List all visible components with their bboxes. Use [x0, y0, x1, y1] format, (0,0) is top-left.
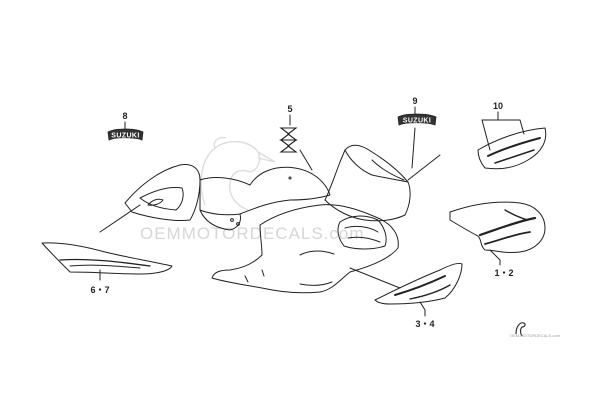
- decal-10: [477, 127, 547, 170]
- callout-9: 9: [412, 96, 418, 106]
- lower-fairing: [211, 204, 399, 294]
- callout-6-7: 6・7: [90, 285, 110, 295]
- callout-10: 10: [492, 101, 504, 111]
- suzuki-badge-9-text: SUZUKI: [403, 118, 431, 125]
- suzuki-s-emblem-icon: [279, 127, 298, 153]
- corner-watermark-text: OEM-MOTORDECALS.com: [510, 333, 560, 338]
- suzuki-badge-8: SUZUKI: [107, 128, 144, 141]
- callout-5: 5: [287, 104, 293, 114]
- seat-tail-cowl: [124, 164, 201, 221]
- suzuki-badge-9: SUZUKI: [397, 113, 437, 126]
- front-fairing-upper: [324, 144, 411, 222]
- corner-pelican-icon: [515, 322, 526, 337]
- fuel-tank-cover: [199, 166, 331, 216]
- callout-1-2: 1・2: [494, 268, 514, 278]
- decal-1-2: [449, 201, 546, 254]
- watermark-text: OEMMOTORDECALS.com: [140, 224, 365, 243]
- suzuki-badge-8-text: SUZUKI: [111, 133, 139, 140]
- decal-6-7: [41, 242, 173, 275]
- decal-3-4: [374, 262, 463, 305]
- callout-8: 8: [122, 111, 128, 121]
- callout-3-4: 3・4: [415, 319, 435, 329]
